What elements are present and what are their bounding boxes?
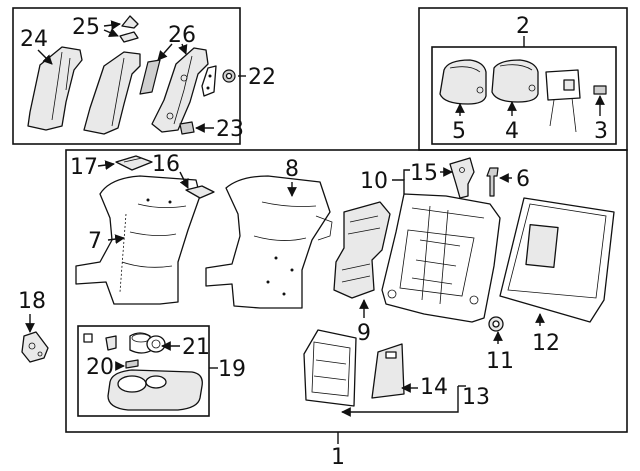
headrests-group [439, 59, 607, 133]
callout-22: 22 [248, 65, 276, 90]
callout-6: 6 [516, 167, 530, 192]
armrest-frame-13 [303, 329, 357, 407]
callout-15: 15 [410, 161, 438, 186]
support-pad-9 [333, 201, 391, 299]
callout-19: 19 [218, 357, 246, 382]
callout-24: 24 [20, 27, 48, 52]
clip-17 [115, 155, 153, 171]
callout-11: 11 [486, 349, 514, 374]
callout-18: 18 [18, 289, 46, 314]
leader-lines [25, 20, 605, 444]
seat-frame-10 [381, 193, 501, 323]
frames [12, 7, 628, 433]
callout-13: 13 [462, 385, 490, 410]
screw-20 [125, 359, 139, 369]
latch-15 [449, 157, 475, 199]
callout-26: 26 [168, 23, 196, 48]
trim-strip-26 [139, 59, 161, 95]
callout-17: 17 [70, 155, 98, 180]
seat-assembly-group [75, 155, 615, 411]
callout-8: 8 [285, 157, 299, 182]
bracket-22 [201, 65, 217, 97]
trim-panels-group [27, 15, 236, 135]
callout-21: 21 [182, 335, 210, 360]
clip-25b [119, 31, 139, 43]
callout-9: 9 [357, 321, 371, 346]
trim-panel-26 [151, 47, 209, 133]
bracket-19b [105, 335, 117, 351]
headrest-guide-3 [593, 85, 607, 95]
bolt-6 [486, 167, 499, 197]
callout-20: 20 [86, 355, 114, 380]
callout-25: 25 [72, 15, 100, 40]
frame-seat-assembly [65, 149, 628, 433]
clip-23 [179, 121, 195, 135]
callout-16: 16 [152, 152, 180, 177]
seat-cover-8 [205, 175, 331, 309]
clip-25a [121, 15, 139, 29]
bracket-18-group [21, 331, 49, 363]
callout-numbers: 1 2 3 4 5 6 7 8 9 10 11 12 13 14 15 16 1… [18, 14, 608, 470]
frame-armrest [77, 325, 210, 417]
callout-14: 14 [420, 375, 448, 400]
trim-panel-center [83, 51, 141, 135]
clip-19a [83, 333, 93, 343]
callout-1: 1 [331, 445, 345, 470]
headrest-5 [439, 59, 487, 105]
callout-10: 10 [360, 169, 388, 194]
headrest-4 [491, 59, 539, 103]
headrest-frame [545, 69, 581, 101]
callout-4: 4 [505, 119, 519, 144]
callout-5: 5 [452, 119, 466, 144]
clip-16 [185, 185, 215, 199]
trim-panel-24 [27, 46, 83, 131]
callout-2: 2 [516, 14, 530, 39]
callout-23: 23 [216, 117, 244, 142]
back-panel-12 [499, 197, 615, 323]
callout-12: 12 [532, 331, 560, 356]
callout-7: 7 [88, 229, 102, 254]
callout-3: 3 [594, 119, 608, 144]
